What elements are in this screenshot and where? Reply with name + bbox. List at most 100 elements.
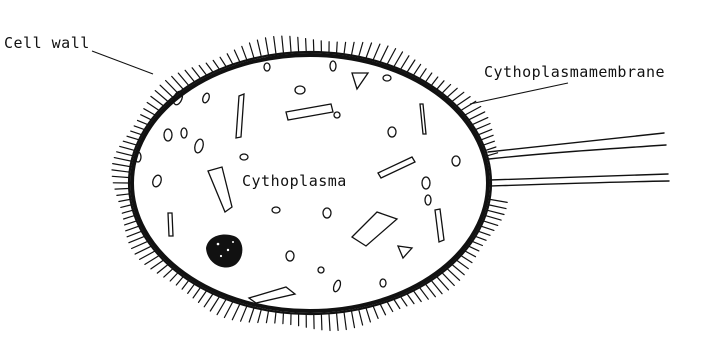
wall-hair [488,153,498,156]
flagellum [490,174,668,180]
wall-hair [119,200,129,202]
wall-hair [420,69,426,78]
wall-hair [426,73,432,81]
nucleoid [206,235,242,268]
wall-hair [457,97,470,106]
wall-hair [373,44,380,59]
wall-hair [241,307,247,322]
crystal [435,209,444,242]
vesicle [330,61,336,71]
wall-hair [117,152,132,156]
vesicle [422,177,430,189]
wall-hair [352,42,355,54]
wall-hair [437,277,448,290]
wall-hair [120,146,134,150]
wall-hair [275,313,276,323]
vesicle [334,112,340,118]
wall-hair [394,52,402,66]
wall-hair [127,136,138,139]
wall-hair [414,291,421,301]
wall-hair [476,124,490,130]
wall-hair [482,226,494,230]
wall-hair [217,300,226,315]
membrane-leader [470,83,568,104]
wall-hair [157,265,167,273]
wall-hair [453,92,464,101]
wall-hair [134,126,144,129]
wall-hair [366,309,370,322]
wall-hair [408,295,415,304]
wall-hair [126,226,138,230]
wall-hair [476,237,486,241]
wall-hair [125,221,136,225]
wall-hair [129,237,144,243]
wall-hair [132,242,147,249]
wall-hair [443,85,451,93]
vesicle [452,156,460,166]
wall-hair [473,118,488,125]
vesicle [388,127,396,137]
vesicle [272,207,280,213]
wall-hair [242,46,247,59]
cell-wall-label: Cell wall [4,34,90,52]
wall-hair [329,314,330,330]
wall-hair [182,281,188,289]
crystal [208,167,232,212]
wall-hair [479,129,492,134]
wall-hair [151,261,163,269]
wall-hair [486,147,496,150]
wall-hair [359,43,363,56]
wall-hair [298,37,299,51]
wall-hair [432,77,438,85]
wall-hair [352,312,355,328]
wall-hair [337,42,338,52]
wall-hair [488,210,504,214]
wall-hair [420,288,428,299]
wall-hair [160,85,172,97]
wall-hair [127,232,141,237]
wall-hair [176,277,182,285]
vesicle [383,75,391,81]
vesicle [323,208,331,218]
vesicle [264,63,270,71]
wall-hair [473,242,482,246]
vesicle [181,128,187,138]
wall-hair [282,36,284,52]
wall-hair [484,141,494,145]
wall-hair [401,56,409,69]
flagellum [489,145,666,159]
wall-hair [122,210,132,213]
wall-hair [426,285,435,297]
wall-hair [266,38,269,55]
wall-hair [141,115,151,120]
wall-hair [306,39,307,51]
wall-hair [185,70,194,81]
wall-hair [359,310,363,325]
crystal [168,213,173,236]
wall-hair [462,256,472,263]
wall-hair [206,63,212,71]
wall-hair [151,96,163,105]
wall-hair [113,164,130,167]
wall-hair [448,269,460,280]
wall-hair [114,158,130,161]
wall-hair [199,291,207,302]
flagellum [490,181,669,186]
crystal [398,246,412,258]
wall-hair [115,189,128,190]
cytoplasm-label: Cythoplasma [242,172,347,190]
wall-hair [470,112,485,120]
wall-hair [164,269,172,277]
wall-hair [388,302,393,311]
vesicle [286,251,294,261]
wall-hair [466,107,481,115]
wall-hair [250,43,254,58]
flagellum [488,133,664,152]
wall-hair [193,288,200,298]
cytoplasmic-membrane-label: Cythoplasmamembrane [484,63,665,81]
vesicle [201,92,210,103]
vesicle [380,279,386,287]
wall-hair [210,297,219,311]
vesicle [151,174,163,188]
